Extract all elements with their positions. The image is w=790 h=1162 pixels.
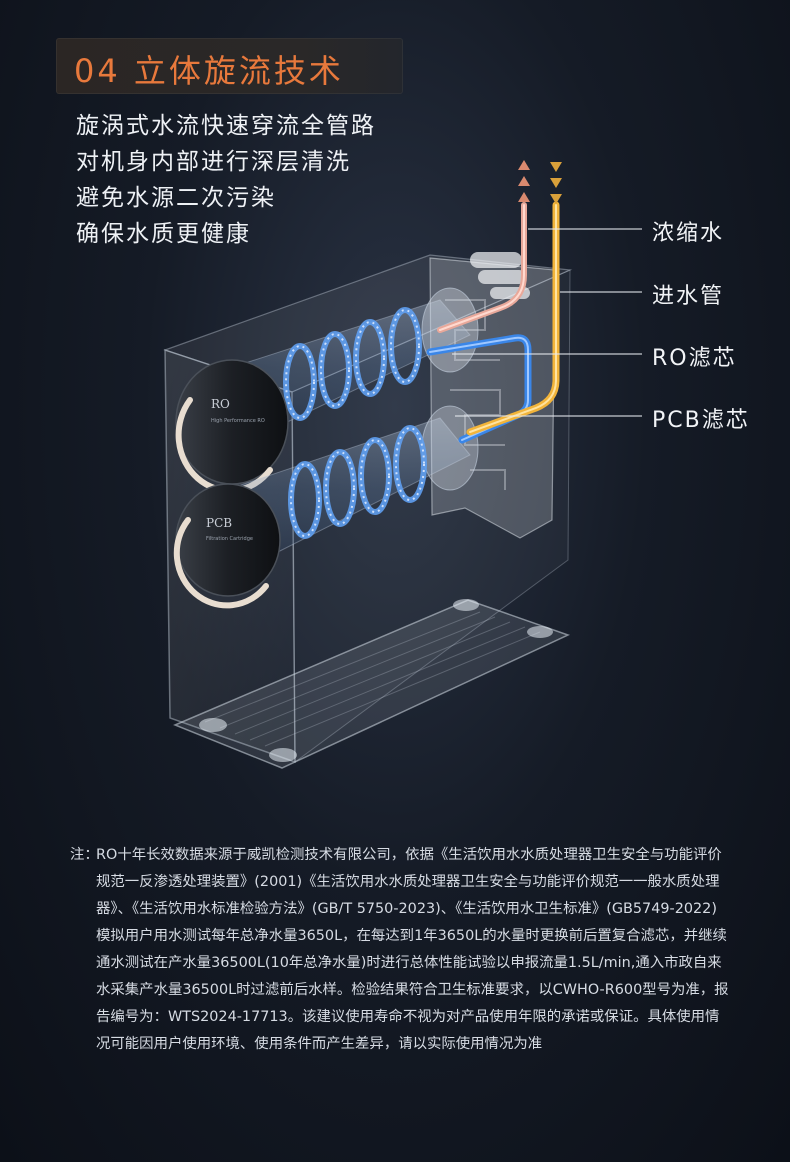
pcb-cartridge: PCB Filtration Cartridge <box>173 405 479 609</box>
pcb-cap-label: PCB <box>206 516 232 530</box>
ro-cap-sublabel: High Performance RO <box>211 418 265 424</box>
intro-text: 旋涡式水流快速穿流全管路 对机身内部进行深层清洗 避免水源二次污染 确保水质更健… <box>76 108 376 252</box>
intro-line: 对机身内部进行深层清洗 <box>76 149 351 175</box>
pcb-cap-sublabel: Filtration Cartridge <box>206 536 253 542</box>
callout-lines <box>452 228 642 417</box>
footnote-text: RO十年长效数据来源于威凯检测技术有限公司，依据《生活饮用水水质处理器卫生安全与… <box>96 847 729 1052</box>
inlet-in-arrows <box>550 162 562 204</box>
footnote-prefix: 注： <box>70 847 99 863</box>
callout-inlet: 进水管 <box>652 284 725 309</box>
base-plate <box>173 599 570 769</box>
page-title: 04 立体旋流技术 <box>74 52 344 90</box>
callout-pcb: PCB滤芯 <box>652 408 750 433</box>
inlet-pipe <box>466 201 560 436</box>
concentrate-pipe <box>437 202 527 333</box>
callout-ro: RO滤芯 <box>652 346 737 371</box>
intro-line: 避免水源二次污染 <box>76 185 276 211</box>
footnote: 注： RO十年长效数据来源于威凯检测技术有限公司，依据《生活饮用水水质处理器卫生… <box>70 842 730 1058</box>
ro-cap-label: RO <box>211 397 230 411</box>
concentrate-out-arrows <box>518 160 530 202</box>
title-banner: 04 立体旋流技术 <box>56 38 403 94</box>
intro-line: 确保水质更健康 <box>76 221 251 247</box>
intro-line: 旋涡式水流快速穿流全管路 <box>76 113 376 139</box>
callout-concentrate: 浓缩水 <box>652 221 725 246</box>
